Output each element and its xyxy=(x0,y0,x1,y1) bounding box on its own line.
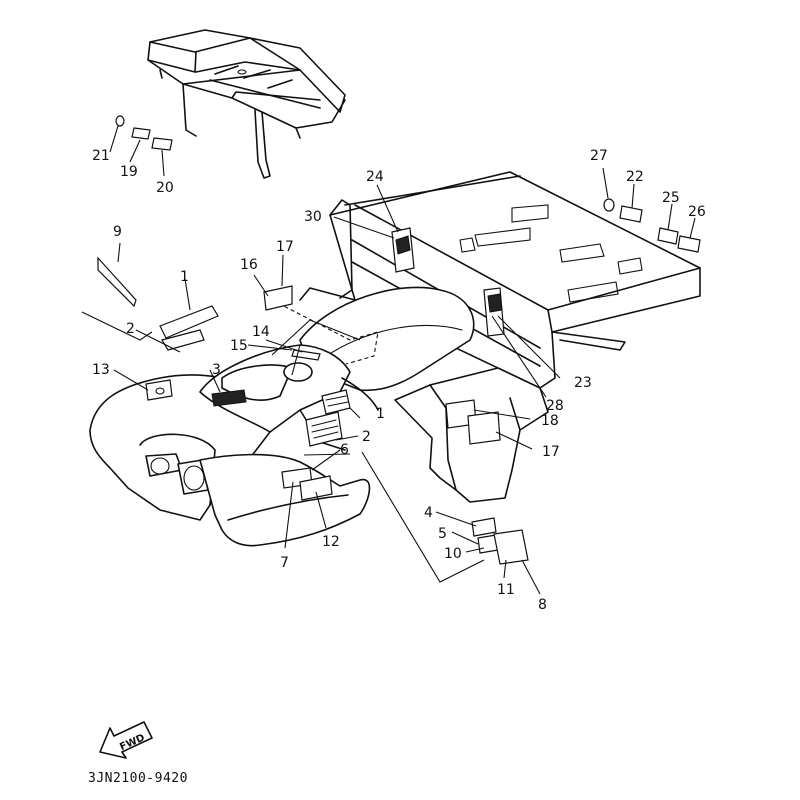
callout-28: 27 xyxy=(590,148,608,164)
decal-26 xyxy=(657,227,679,245)
callout-15: 15 xyxy=(230,338,248,354)
callout-8: 8 xyxy=(538,597,547,613)
callout-4: 4 xyxy=(424,505,433,521)
callout-26: 25 xyxy=(662,190,680,206)
decal-11 xyxy=(493,529,529,565)
callout-23: 22 xyxy=(626,169,644,185)
callout-29: 28 xyxy=(546,398,564,414)
leader-lines xyxy=(81,125,696,595)
callout-30: 30 xyxy=(304,209,322,225)
callout-9: 9 xyxy=(113,224,122,240)
decal-set xyxy=(97,198,701,565)
callout-16: 16 xyxy=(240,257,258,273)
front-carrier-rack xyxy=(147,29,346,179)
callout-10: 10 xyxy=(444,546,462,562)
decal-9 xyxy=(97,256,137,308)
decal-13 xyxy=(145,379,173,401)
reflector-28 xyxy=(603,198,615,212)
callout-25: 24 xyxy=(366,169,384,185)
callout-18: 17 xyxy=(542,444,560,460)
tank-cover xyxy=(199,344,379,451)
decal-20 xyxy=(131,127,151,140)
callout-1-console: 1 xyxy=(376,406,385,422)
callout-14: 14 xyxy=(252,324,270,340)
callout-12: 12 xyxy=(322,534,340,550)
decal-16-17 xyxy=(263,285,293,311)
decal-18 xyxy=(467,411,501,445)
callout-27: 26 xyxy=(688,204,706,220)
reflector-22 xyxy=(115,115,125,127)
callout-5: 5 xyxy=(438,526,447,542)
callout-13: 13 xyxy=(92,362,110,378)
fwd-arrow-icon: FWD xyxy=(99,721,153,759)
drawing-code: 3JN2100-9420 xyxy=(88,771,188,786)
callout-7: 7 xyxy=(280,555,289,571)
callout-20: 19 xyxy=(120,164,138,180)
rear-carrier-rack xyxy=(329,171,701,389)
decal-5 xyxy=(471,517,497,537)
dashed-guide xyxy=(271,299,379,365)
callout-2-top: 2 xyxy=(126,321,135,337)
callout-17: 17 xyxy=(276,239,294,255)
callout-19: 18 xyxy=(541,413,559,429)
decal-21 xyxy=(151,137,173,151)
decal-1-top xyxy=(159,305,219,339)
callout-24: 23 xyxy=(574,375,592,391)
callout-numbers: 9 1 2 13 3 16 17 14 15 30 24 23 28 18 17… xyxy=(92,148,706,613)
callout-3: 3 xyxy=(212,362,221,378)
decal-23 xyxy=(619,205,643,223)
callout-21: 20 xyxy=(156,180,174,196)
decal-27 xyxy=(677,235,701,253)
callout-11: 11 xyxy=(497,582,515,598)
decal-2-top xyxy=(161,329,205,351)
decal-12 xyxy=(299,475,333,501)
callout-22: 21 xyxy=(92,148,110,164)
rack-reflector-parts xyxy=(115,115,173,151)
callout-2-console: 2 xyxy=(362,429,371,445)
tank-badge xyxy=(211,389,247,407)
callout-1-top: 1 xyxy=(180,269,189,285)
callout-6: 6 xyxy=(340,442,349,458)
